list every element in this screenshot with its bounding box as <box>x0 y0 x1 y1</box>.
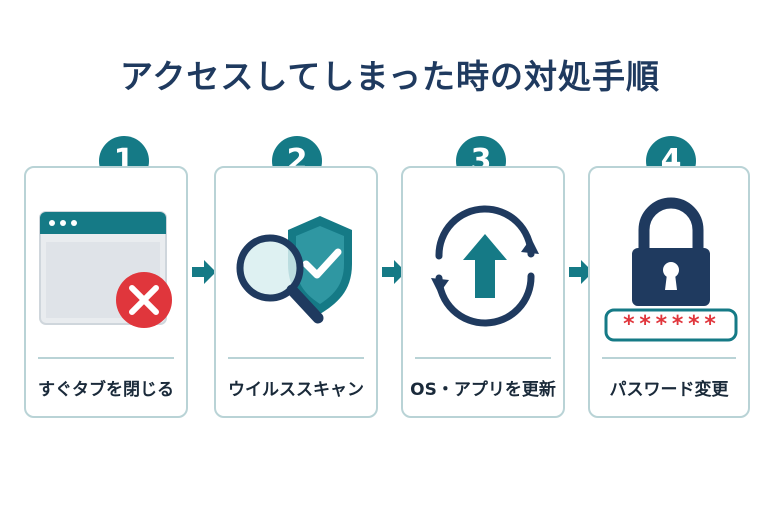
step-3-card: OS・アプリを更新 <box>401 166 565 418</box>
step-1-divider <box>38 357 174 359</box>
arrow-right-icon <box>192 260 216 284</box>
padlock-password-icon <box>604 197 738 342</box>
step-2-divider <box>228 357 364 359</box>
step-4-card: ****** パスワード変更 <box>588 166 750 418</box>
password-mask: ****** <box>622 312 720 337</box>
step-2-label: ウイルススキャン <box>228 380 364 400</box>
step-3-divider <box>415 357 551 359</box>
browser-close-icon <box>39 211 172 328</box>
page-title: アクセスしてしまった時の対処手順 <box>119 57 661 96</box>
arrow-right-icon <box>569 260 593 284</box>
step-1-card: すぐタブを閉じる <box>24 166 188 418</box>
step-3-label: OS・アプリを更新 <box>410 380 556 400</box>
update-cycle-icon <box>431 205 539 327</box>
step-1-label: すぐタブを閉じる <box>38 380 174 400</box>
magnifier-shield-icon <box>236 216 352 324</box>
step-4-divider <box>602 357 736 359</box>
step-2-card: ウイルススキャン <box>214 166 378 418</box>
step-4-label: パスワード変更 <box>609 380 729 400</box>
arrow-right-icon <box>382 260 406 284</box>
